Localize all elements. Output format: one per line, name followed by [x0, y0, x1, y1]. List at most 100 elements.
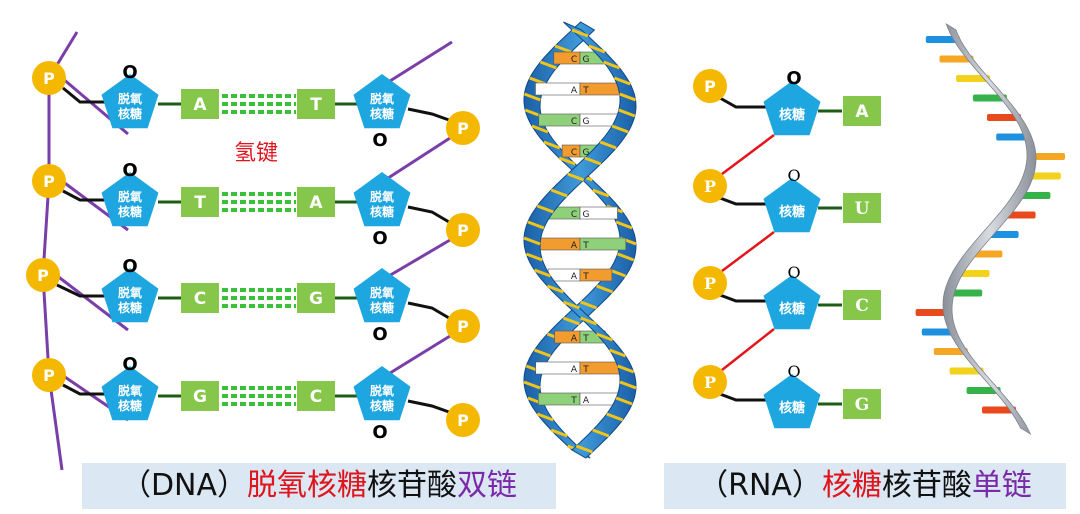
left-deoxyribose-label-1: 脱氧	[118, 91, 142, 106]
rna-phosphate	[693, 365, 727, 399]
left-ring-oxygen: O	[122, 256, 137, 277]
right-base	[297, 89, 335, 119]
left-deoxyribose-label-1: 脱氧	[118, 383, 142, 398]
left-base	[181, 381, 219, 411]
left-deoxyribose	[101, 268, 159, 323]
helix-base-right-label: G	[583, 210, 590, 220]
left-base-label: C	[194, 289, 206, 309]
helix-front-strand-stripe	[580, 316, 598, 326]
helix-front-strand-stripe	[619, 92, 637, 102]
rna-base	[843, 389, 881, 419]
right-phosphate-label: P	[457, 317, 469, 336]
helix-front-strand-stripe	[550, 188, 568, 198]
right-base	[297, 187, 335, 217]
rna-base	[843, 193, 881, 223]
helix-base-right-label: T	[582, 365, 589, 375]
helix-front-strand-stripe	[611, 124, 629, 134]
right-deoxyribose-label-2: 核糖	[370, 204, 394, 219]
helix-base-left-label: C	[571, 55, 577, 65]
helix-base-left-label: C	[571, 117, 577, 127]
helix-back-strand-stripe	[539, 60, 557, 70]
right-base	[297, 283, 335, 313]
left-deoxyribose-label-2: 核糖	[118, 300, 142, 315]
rna-helix-illustration	[915, 23, 1065, 436]
right-deoxyribose-label-2: 核糖	[370, 300, 394, 315]
left-backbone	[41, 31, 79, 471]
rna-phosphate-bond	[719, 96, 766, 109]
left-base	[181, 89, 219, 119]
right-phosphate	[446, 309, 480, 343]
right-base	[297, 381, 335, 411]
helix-base-right-label: T	[582, 241, 589, 251]
rna-ribose	[763, 81, 821, 136]
helix-front-strand-stripe	[567, 172, 585, 182]
right-ring-oxygen: O	[372, 422, 387, 443]
right-deoxyribose-label-1: 脱氧	[370, 383, 394, 398]
helix-front-strand-stripe	[562, 300, 580, 310]
helix-front-strand-stripe	[608, 348, 627, 358]
right-phosphate-bond	[407, 107, 450, 122]
helix-base-right	[579, 237, 627, 251]
helix-base-left-label: A	[571, 241, 578, 251]
right-phosphate	[446, 403, 480, 437]
rna-ribose-label: 核糖	[779, 400, 805, 416]
helix-front-strand-stripe	[599, 140, 617, 150]
left-phosphate-bond	[62, 189, 106, 202]
rna-base-label: U	[855, 199, 870, 219]
right-phosphate-bond	[407, 301, 450, 320]
left-deoxyribose	[101, 172, 159, 227]
right-phosphate	[446, 111, 480, 145]
left-base	[181, 283, 219, 313]
right-phosphate-label: P	[457, 221, 469, 240]
rna-base-label: A	[855, 102, 869, 122]
right-phosphate-label: P	[457, 411, 469, 430]
helix-front-strand-stripe	[592, 428, 610, 438]
rna-ring-oxygen: O	[787, 362, 800, 381]
rna-ring-oxygen: O	[787, 263, 800, 282]
helix-base-left-label: A	[571, 272, 578, 282]
helix-base-right-label: T	[582, 334, 589, 344]
rna-backbone-link	[721, 328, 775, 371]
right-ring-oxygen: O	[372, 324, 387, 345]
rna-phosphate	[693, 69, 727, 103]
right-deoxyribose	[353, 268, 411, 323]
left-deoxyribose-label-2: 核糖	[118, 204, 142, 219]
rna-ribose	[763, 275, 821, 330]
helix-front-strand-stripe	[613, 76, 631, 86]
left-phosphate	[32, 358, 66, 392]
helix-front-strand-stripe	[525, 252, 543, 262]
helix-back-strand-stripe	[536, 412, 554, 422]
left-phosphate-label: P	[43, 69, 55, 88]
rna-phosphate-bond	[719, 293, 766, 303]
rna-phosphate-label: P	[704, 77, 716, 96]
hydrogen-bond-label: 氢键	[234, 141, 278, 166]
helix-base-right-label: G	[583, 148, 590, 158]
helix-back-strand-stripe	[617, 252, 635, 262]
helix-back-strand-stripe	[615, 220, 633, 230]
helix-base-left-label: A	[571, 334, 578, 344]
rna-ribose	[763, 374, 821, 429]
helix-base-left-label: T	[570, 396, 577, 406]
right-deoxyribose-label-2: 核糖	[370, 106, 394, 121]
rna-helix-base	[949, 367, 984, 375]
left-deoxyribose-label-2: 核糖	[118, 398, 142, 413]
rna-base	[843, 290, 881, 320]
helix-base-right-label: G	[583, 117, 590, 127]
helix-front-strand-stripe	[603, 60, 621, 70]
rna-caption-sugar: 核糖	[821, 468, 882, 503]
helix-back-strand-stripe	[531, 124, 549, 134]
left-base	[181, 187, 219, 217]
helix-base-right-label: A	[583, 396, 590, 406]
rna-helix-base	[996, 133, 1031, 141]
right-phosphate	[446, 213, 480, 247]
helix-front-strand-stripe	[575, 444, 593, 454]
left-phosphate-bond	[62, 86, 106, 104]
left-base-label: T	[194, 193, 206, 213]
rna-base-label: G	[855, 395, 870, 415]
helix-base-right-label: T	[582, 86, 589, 96]
